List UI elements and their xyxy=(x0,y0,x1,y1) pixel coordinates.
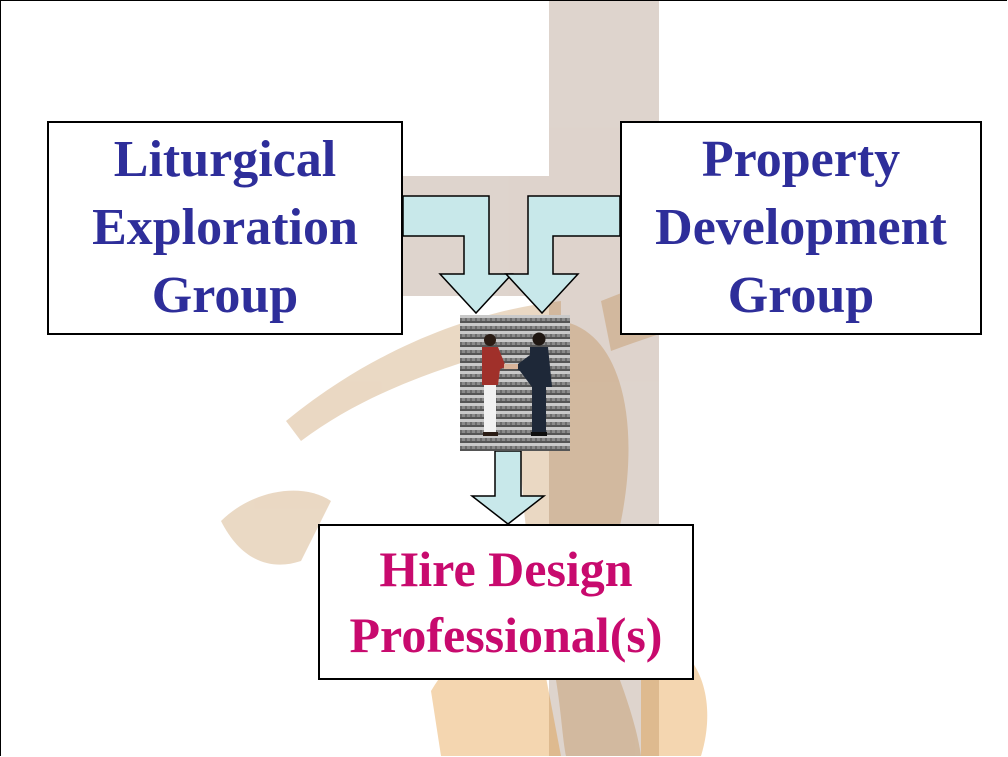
figure-hand xyxy=(221,490,331,565)
liturgical-line-2: Exploration xyxy=(92,199,358,256)
property-line-1: Property xyxy=(701,131,901,188)
hire-line-1: Hire Design xyxy=(379,541,633,597)
man-shoes xyxy=(531,432,547,436)
woman-legs xyxy=(484,385,496,433)
arrow-handshake-to-hire xyxy=(469,450,547,525)
man-head xyxy=(532,332,546,346)
woman-jacket xyxy=(482,347,506,385)
woman-shoes xyxy=(483,432,498,436)
handshake xyxy=(504,364,518,369)
property-development-group-box: Property Development Group xyxy=(620,121,982,335)
hire-line-2: Professional(s) xyxy=(349,607,663,663)
liturgical-line-3: Group xyxy=(151,267,299,324)
handshake-photo xyxy=(460,315,570,451)
liturgical-exploration-group-box: Liturgical Exploration Group xyxy=(47,121,403,335)
arrow-liturgical-to-handshake xyxy=(402,195,514,315)
arrow-property-to-handshake xyxy=(504,195,621,315)
man-suit xyxy=(514,347,552,433)
hire-design-professionals-box: Hire Design Professional(s) xyxy=(318,524,694,680)
liturgical-line-1: Liturgical xyxy=(113,131,337,188)
property-line-3: Group xyxy=(727,267,875,324)
property-line-2: Development xyxy=(655,199,947,256)
woman-head xyxy=(484,334,496,346)
